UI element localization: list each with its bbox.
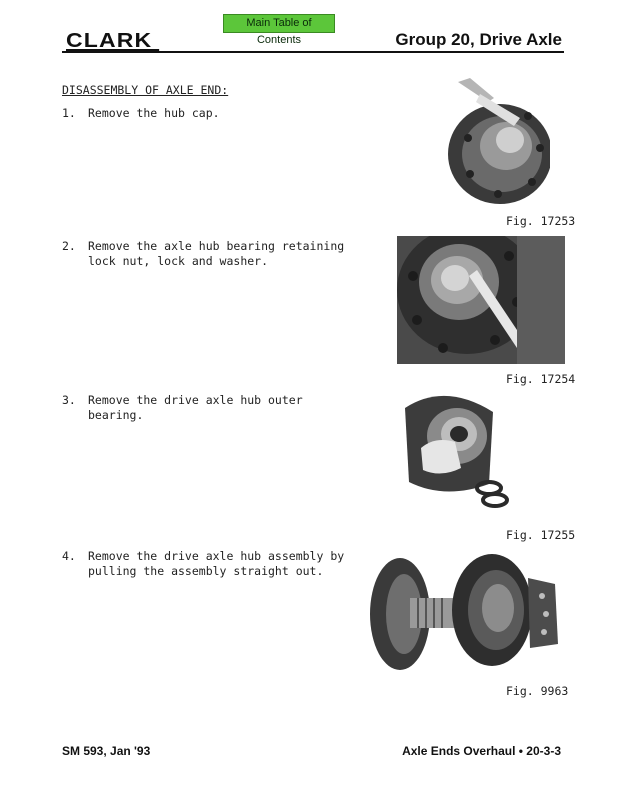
clark-logo: CLARK	[66, 30, 160, 52]
header-rule	[62, 51, 564, 53]
page-header-title: Group 20, Drive Axle	[395, 30, 562, 49]
figure-caption: Fig. 9963	[506, 684, 569, 698]
step-2: 2. Remove the axle hub bearing retaining…	[62, 239, 352, 269]
figure-photo-outer-bearing	[385, 388, 515, 516]
step-number: 3.	[62, 393, 76, 407]
figure-caption: Fig. 17255	[506, 528, 576, 542]
step-number: 1.	[62, 106, 76, 120]
section-title: DISASSEMBLY OF AXLE END:	[62, 83, 229, 97]
figure-caption: Fig. 17254	[506, 372, 576, 386]
step-text: Remove the drive axle hub assembly by pu…	[88, 549, 345, 578]
step-text: Remove the drive axle hub outer bearing.	[88, 393, 303, 422]
step-1: 1. Remove the hub cap.	[62, 106, 352, 121]
figure-photo-lock-nut	[397, 236, 565, 364]
step-number: 2.	[62, 239, 76, 253]
figure-caption: Fig. 17253	[506, 214, 576, 228]
footer-manual-id: SM 593, Jan '93	[62, 744, 151, 758]
step-3: 3. Remove the drive axle hub outer beari…	[62, 393, 352, 423]
figure-photo-hub-cap	[440, 74, 550, 204]
figure-photo-hub-assembly	[370, 548, 565, 673]
footer-page-ref: Axle Ends Overhaul • 20-3-3	[402, 744, 561, 758]
step-text: Remove the axle hub bearing retaining lo…	[88, 239, 345, 268]
step-4: 4. Remove the drive axle hub assembly by…	[62, 549, 352, 579]
main-table-of-contents-link[interactable]: Main Table of Contents	[223, 14, 335, 46]
step-number: 4.	[62, 549, 76, 563]
step-text: Remove the hub cap.	[88, 106, 220, 120]
